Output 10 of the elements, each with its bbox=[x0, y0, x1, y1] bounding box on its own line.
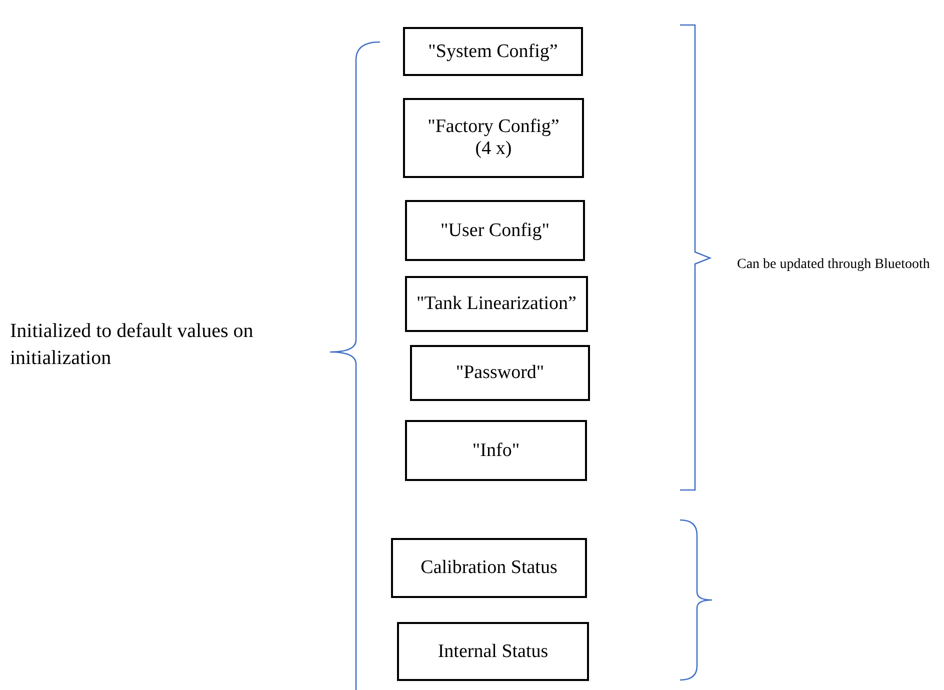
storage-box: "Factory Config” (4 x) bbox=[403, 98, 584, 178]
storage-box: "Tank Linearization” bbox=[405, 276, 588, 332]
bracket-label: Can be updated through Bluetooth bbox=[737, 256, 931, 274]
bracket-label: Initialized to default values on initialization bbox=[10, 319, 254, 371]
storage-box: "Info" bbox=[405, 420, 587, 481]
storage-box: Calibration Status bbox=[391, 538, 587, 598]
storage-box: Internal Status bbox=[397, 622, 589, 681]
storage-box: "User Config" bbox=[405, 200, 585, 261]
storage-box: "System Config” bbox=[403, 27, 583, 76]
storage-box: "Password" bbox=[410, 345, 590, 401]
